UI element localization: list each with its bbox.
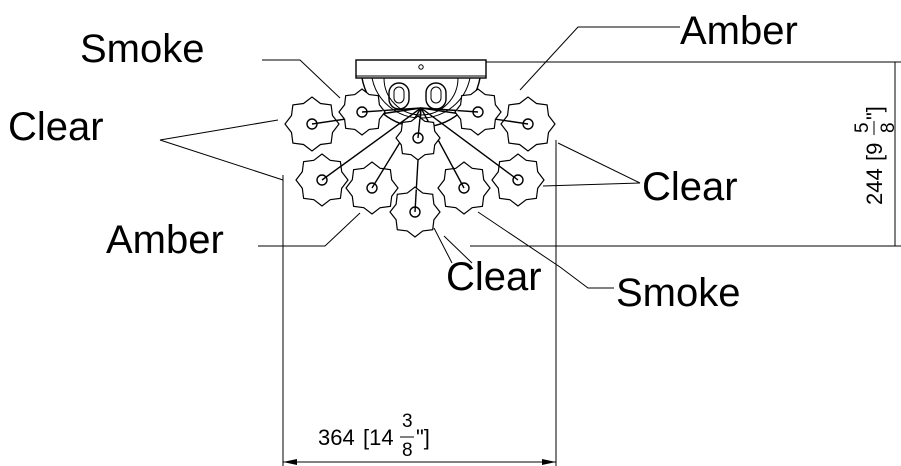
arm-inner	[371, 167, 385, 189]
arm-inner	[311, 119, 337, 125]
height-in-numerator: 5	[852, 122, 873, 133]
label-clear-bottom: Clear	[446, 255, 542, 299]
arm-inner	[361, 109, 383, 113]
arm-inner	[417, 118, 421, 139]
arm-inner	[498, 165, 519, 181]
arm-inner	[414, 189, 417, 213]
socket	[316, 174, 328, 186]
height-in-close: "]	[862, 106, 887, 120]
height-in-whole: [9	[862, 143, 887, 161]
label-smoke-bottom: Smoke	[616, 271, 741, 315]
label-smoke-top: Smoke	[80, 27, 205, 71]
width-in-numerator: 3	[402, 411, 413, 432]
callout-leaders	[159, 26, 680, 289]
socket	[366, 182, 378, 194]
width-in-whole: [14	[363, 425, 394, 450]
dimension-lines	[282, 61, 901, 466]
height-in-denominator: 8	[878, 122, 899, 133]
arm-inner	[503, 119, 529, 125]
arm-inner	[321, 165, 342, 181]
label-clear-left: Clear	[8, 105, 104, 149]
height-dimension: 244 [9 5 8 "]	[852, 106, 899, 205]
width-dimension: 364 [14 3 8 "]	[318, 411, 430, 461]
socket	[458, 182, 470, 194]
width-mm: 364	[318, 425, 355, 450]
label-clear-right: Clear	[642, 165, 738, 209]
arm-inner	[452, 167, 465, 189]
socket	[306, 118, 318, 130]
socket	[522, 118, 534, 130]
height-mm: 244	[862, 168, 887, 205]
socket	[512, 174, 524, 186]
width-in-close: "]	[416, 425, 430, 450]
width-in-denominator: 8	[402, 440, 413, 461]
label-amber-top: Amber	[680, 9, 798, 53]
label-amber-left: Amber	[106, 218, 224, 262]
arm-inner	[457, 109, 479, 113]
glass-flowers	[284, 88, 556, 238]
